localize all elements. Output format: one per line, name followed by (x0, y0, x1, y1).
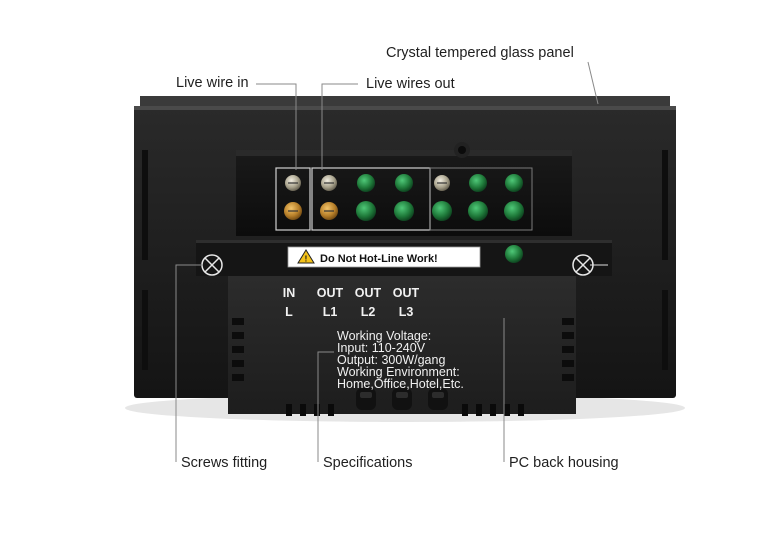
terminal-bottom-label-l3: L3 (399, 305, 414, 319)
callout-crystal-panel: Crystal tempered glass panel (386, 45, 574, 61)
spec-line: Working Voltage: (337, 329, 431, 343)
warning-label: Do Not Hot-Line Work! (320, 253, 438, 265)
spec-line: Input: 110-240V (337, 341, 426, 355)
warning-glyph: ! (305, 255, 308, 264)
callout-live-wire-in: Live wire in (176, 75, 249, 91)
leader-live-wires-out (321, 83, 358, 170)
screw-bottom-l3-c (504, 201, 524, 221)
callout-specifications: Specifications (323, 455, 413, 471)
leader-specifications (317, 351, 334, 462)
screw-top-l2 (395, 174, 413, 192)
live-in-terminal-box (275, 167, 311, 231)
terminal-bottom-label-in: L (285, 305, 293, 319)
callout-screws-fitting: Screws fitting (181, 455, 268, 471)
spec-line: Working Environment: (337, 365, 460, 379)
screw-bottom-l2 (394, 201, 414, 221)
screw-bottom-l3-a (432, 201, 452, 221)
terminal-bottom-label-l2: L2 (361, 305, 376, 319)
terminal-top-label-l2: OUT (355, 286, 382, 300)
screw-top-l1-b (357, 174, 375, 192)
terminal-block (236, 142, 572, 236)
warning-sticker: ! Do Not Hot-Line Work! (287, 246, 481, 268)
screw-top-l3-b (469, 174, 487, 192)
screw-bottom-l3-b (468, 201, 488, 221)
spec-line: Output: 300W/gang (337, 353, 445, 367)
leader-crystal-panel (587, 61, 599, 105)
callout-live-wires-out: Live wires out (366, 76, 455, 92)
callout-pc-back-housing: PC back housing (509, 455, 619, 471)
terminal-bottom-label-l1: L1 (323, 305, 338, 319)
screw-top-l3-c (505, 174, 523, 192)
pc-back-housing: IN OUT OUT OUT L L1 L2 L3 Working Voltag… (228, 276, 576, 416)
terminal-top-label-l1: OUT (317, 286, 344, 300)
leader-screws-fitting (175, 264, 203, 462)
screw-bottom-l1-b (356, 201, 376, 221)
terminal-top-label-in: IN (283, 286, 296, 300)
spec-line: Home,Office,Hotel,Etc. (337, 377, 464, 391)
terminal-top-label-l3: OUT (393, 286, 420, 300)
leader-lines (175, 61, 608, 462)
leader-live-wire-in (256, 83, 297, 170)
